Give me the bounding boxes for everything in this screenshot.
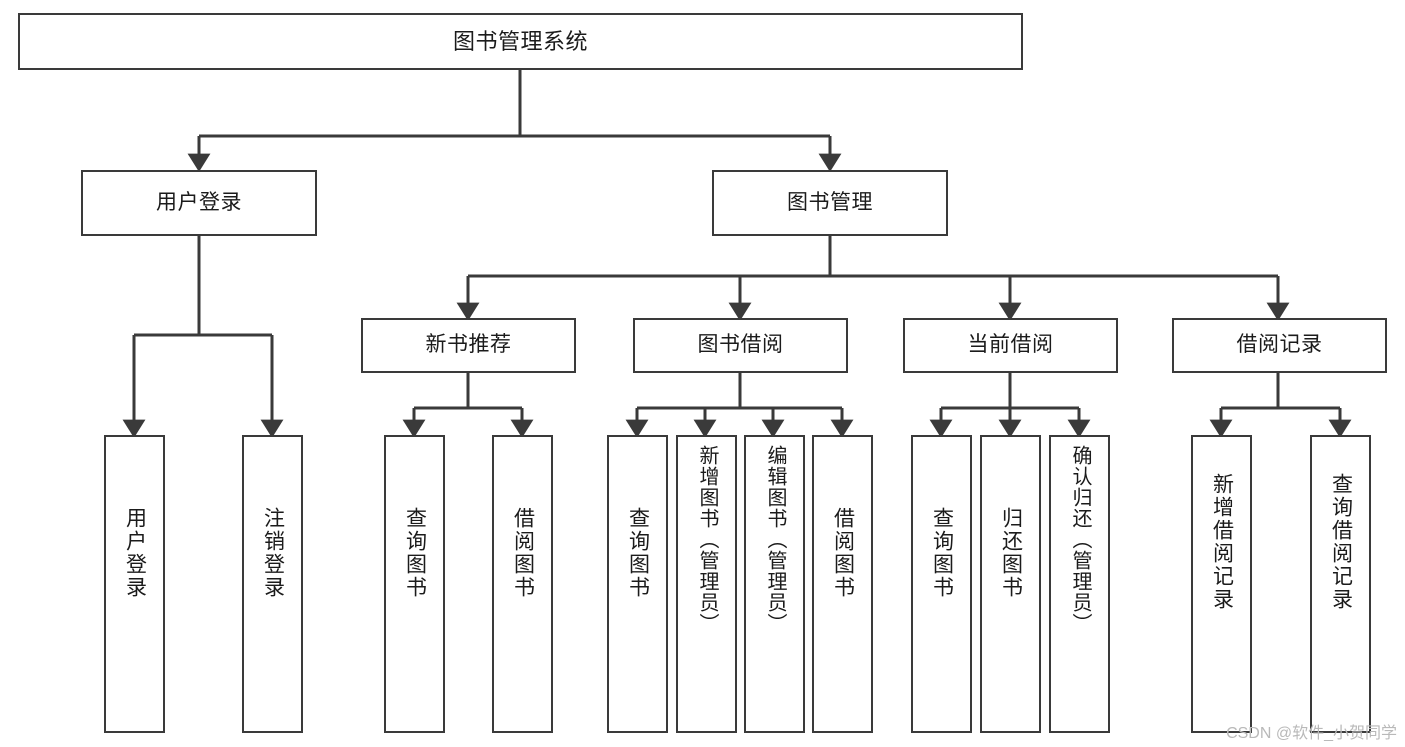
node-leaf-borrow-book[interactable]: 借阅图书 [812, 435, 873, 733]
node-label: 新增图书（管理员） [696, 445, 718, 634]
node-label: 查询图书 [626, 507, 650, 599]
node-leaf-query-borrow-record[interactable]: 查询借阅记录 [1310, 435, 1371, 733]
node-root-book-management-system[interactable]: 图书管理系统 [18, 13, 1023, 70]
node-label: 图书管理 [787, 190, 873, 214]
node-label: 借阅图书 [511, 507, 535, 599]
node-label: 归还图书 [999, 507, 1023, 599]
node-label: 注销登录 [261, 507, 285, 599]
node-leaf-add-borrow-record[interactable]: 新增借阅记录 [1191, 435, 1252, 733]
node-label: 新书推荐 [425, 333, 512, 357]
node-leaf-return-book[interactable]: 归还图书 [980, 435, 1041, 733]
node-leaf-user-logout[interactable]: 注销登录 [242, 435, 303, 733]
node-current-borrowing[interactable]: 当前借阅 [903, 318, 1118, 373]
node-book-borrowing[interactable]: 图书借阅 [633, 318, 848, 373]
node-leaf-user-login[interactable]: 用户登录 [104, 435, 165, 733]
node-label: 查询借阅记录 [1329, 473, 1353, 611]
node-leaf-query-book-borrow[interactable]: 查询图书 [607, 435, 668, 733]
node-leaf-query-book-current[interactable]: 查询图书 [911, 435, 972, 733]
node-user-login[interactable]: 用户登录 [81, 170, 317, 236]
csdn-watermark: CSDN @软件_小贺同学 [1226, 725, 1397, 742]
node-label: 图书借阅 [697, 333, 784, 357]
node-borrowing-record[interactable]: 借阅记录 [1172, 318, 1387, 373]
node-new-book-recommendation[interactable]: 新书推荐 [361, 318, 576, 373]
node-leaf-borrow-book-new[interactable]: 借阅图书 [492, 435, 553, 733]
node-label: 新增借阅记录 [1210, 473, 1234, 611]
node-label: 确认归还（管理员） [1069, 445, 1091, 634]
node-label: 用户登录 [123, 507, 147, 599]
node-leaf-add-book-admin[interactable]: 新增图书（管理员） [676, 435, 737, 733]
node-label: 编辑图书（管理员） [764, 445, 786, 634]
node-label: 查询图书 [403, 507, 427, 599]
node-leaf-confirm-return-admin[interactable]: 确认归还（管理员） [1049, 435, 1110, 733]
node-label: 借阅图书 [831, 507, 855, 599]
node-label: 用户登录 [156, 190, 242, 214]
node-label: 借阅记录 [1236, 333, 1323, 357]
node-label: 图书管理系统 [452, 28, 588, 54]
node-leaf-edit-book-admin[interactable]: 编辑图书（管理员） [744, 435, 805, 733]
node-book-management[interactable]: 图书管理 [712, 170, 948, 236]
node-label: 当前借阅 [967, 333, 1054, 357]
node-leaf-query-book-new[interactable]: 查询图书 [384, 435, 445, 733]
node-label: 查询图书 [930, 507, 954, 599]
